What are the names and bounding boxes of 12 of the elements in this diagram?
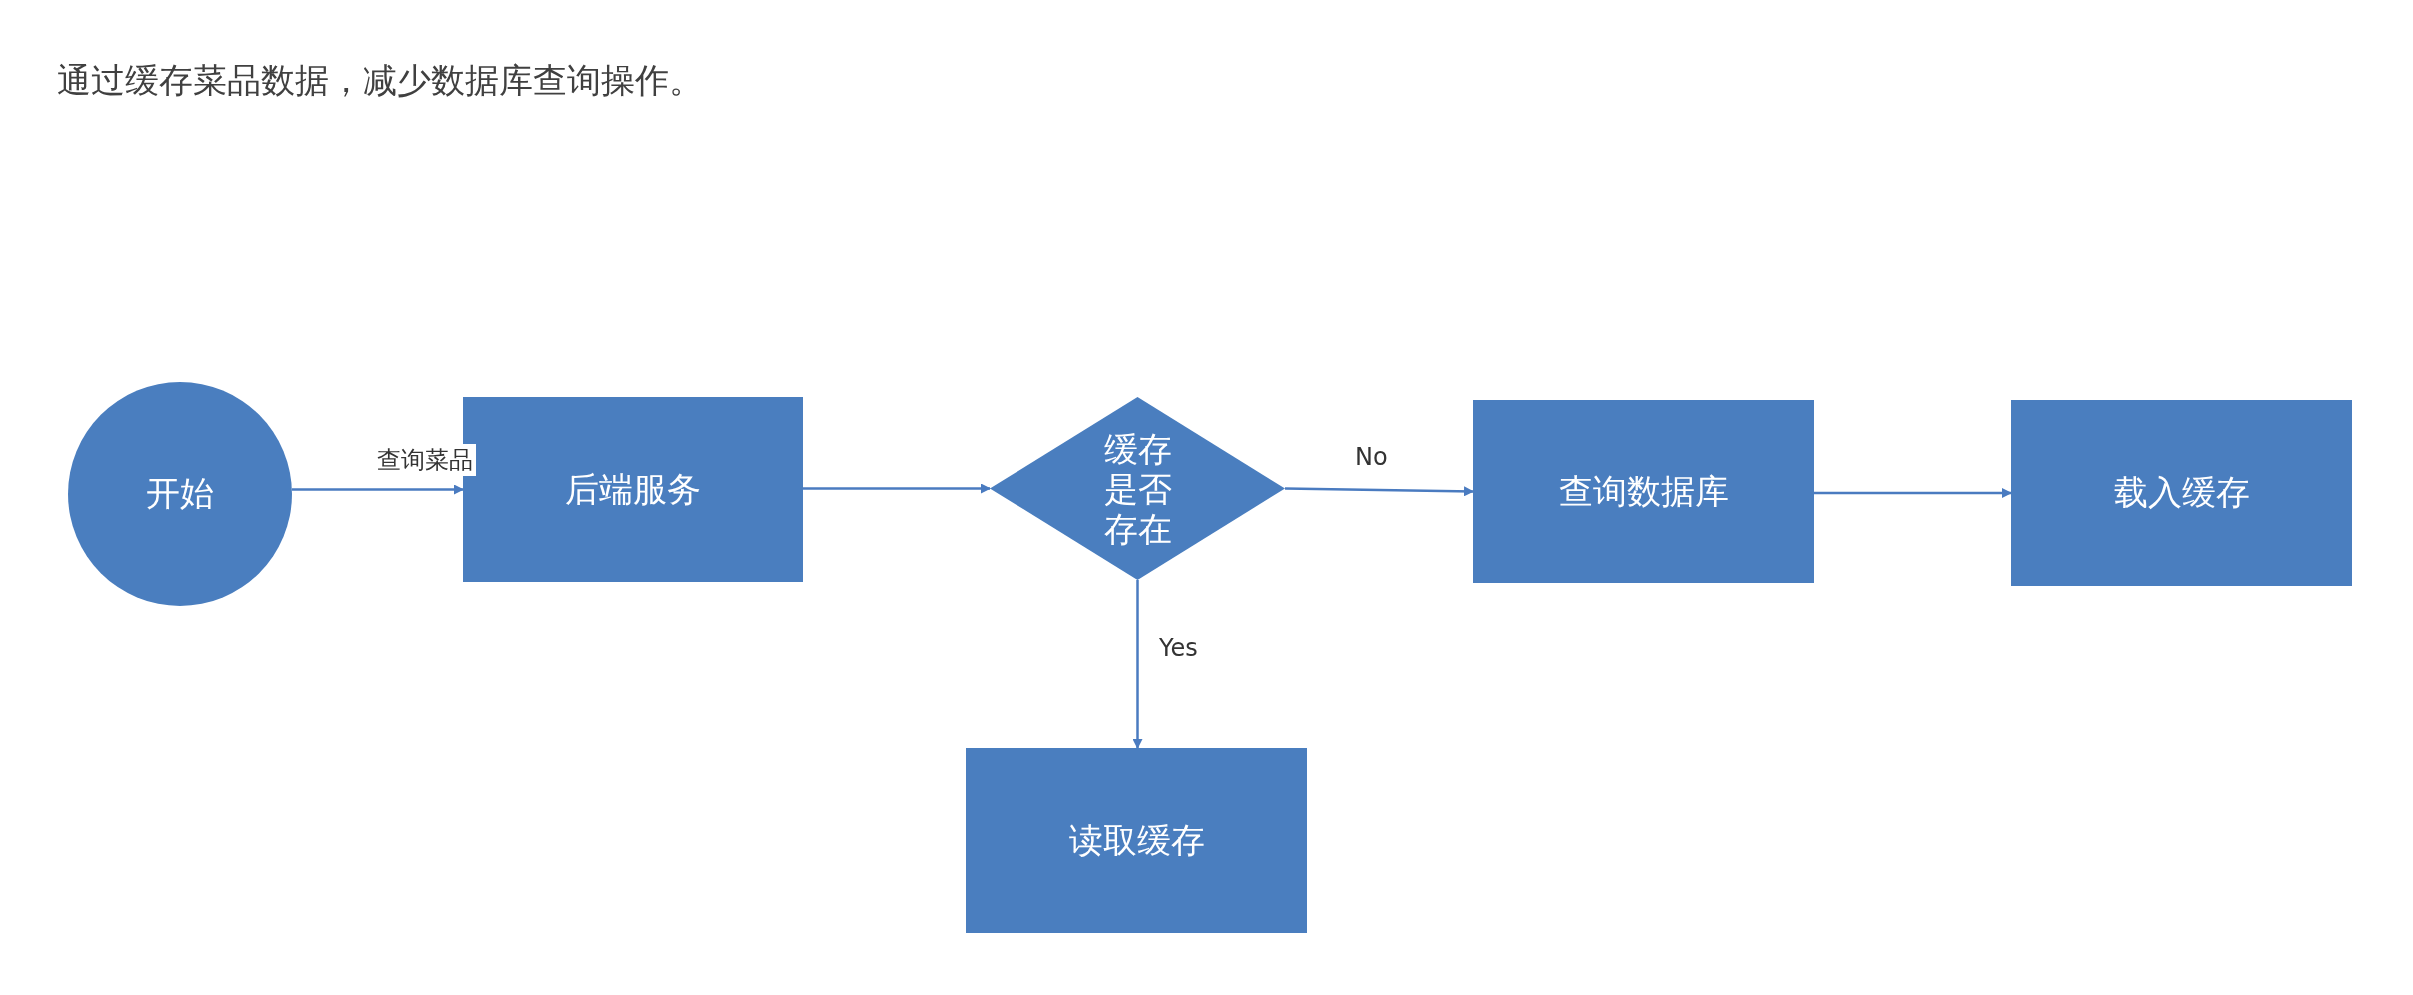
start-circle: 开始	[68, 382, 292, 606]
heading: 通过缓存菜品数据，减少数据库查询操作。	[57, 59, 703, 102]
arrow	[291, 484, 464, 495]
edge-label: 查询菜品	[374, 444, 476, 476]
arrow	[1132, 580, 1143, 749]
arrow	[1814, 488, 2012, 498]
decision-diamond: 缓存是否存在	[990, 397, 1285, 580]
process-box: 查询数据库	[1473, 400, 1814, 583]
arrow	[1284, 486, 1474, 497]
arrow	[803, 483, 991, 494]
process-box: 载入缓存	[2011, 400, 2352, 586]
process-box: 读取缓存	[966, 748, 1307, 933]
